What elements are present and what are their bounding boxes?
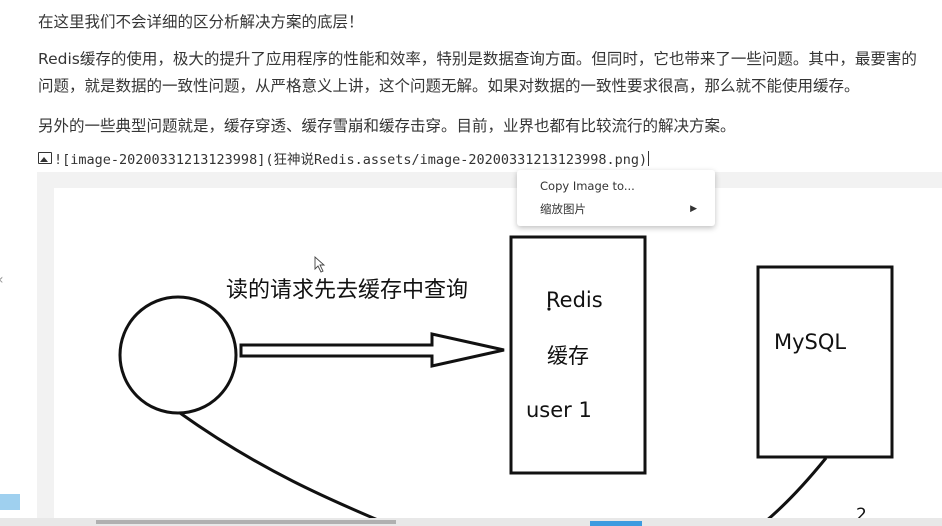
menu-item-label: 缩放图片 [540,202,586,216]
sidebar-toggle[interactable] [0,494,20,510]
context-menu: Copy Image to... 缩放图片 ▶ [517,170,715,226]
image-preview-canvas[interactable] [54,188,942,526]
menu-item-copy-image[interactable]: Copy Image to... [540,176,697,196]
paragraph-1: 在这里我们不会详细的区分析解决方案的底层！ [38,13,364,31]
menu-item-zoom-image[interactable]: 缩放图片 ▶ [540,199,697,219]
markdown-image-link[interactable]: ![image-20200331213123998](狂神说Redis.asse… [38,148,650,168]
redis-label: Redis [546,288,603,312]
text-cursor [648,150,650,166]
request-label: 读的请求先去缓存中查询 [226,278,469,303]
image-link-source[interactable]: ![image-20200331213123998](狂神说Redis.asse… [54,152,648,168]
user-label: user 1 [526,398,592,422]
menu-item-label: Copy Image to... [540,179,635,193]
horizontal-scrollbar[interactable] [0,518,942,526]
cache-label: 缓存 [547,344,589,368]
chevron-right-icon: ▶ [690,204,697,214]
paragraph-2-line-2: 问题，就是数据的一致性问题，从严格意义上讲，这个问题无解。如果对数据的一致性要求… [38,77,860,95]
paragraph-3: 另外的一些典型问题就是，缓存穿透、缓存雪崩和缓存击穿。目前，业界也都有比较流行的… [38,117,736,135]
chevron-left-icon[interactable]: ‹ [0,272,4,288]
scrollbar-thumb[interactable] [96,520,396,524]
mysql-label: MySQL [774,330,847,354]
paragraph-2-line-1: Redis缓存的使用，极大的提升了应用程序的性能和效率，特别是数据查询方面。但同… [38,50,917,68]
image-icon [38,152,52,164]
step-number-label: 2 [856,505,867,525]
progress-indicator [590,521,642,526]
